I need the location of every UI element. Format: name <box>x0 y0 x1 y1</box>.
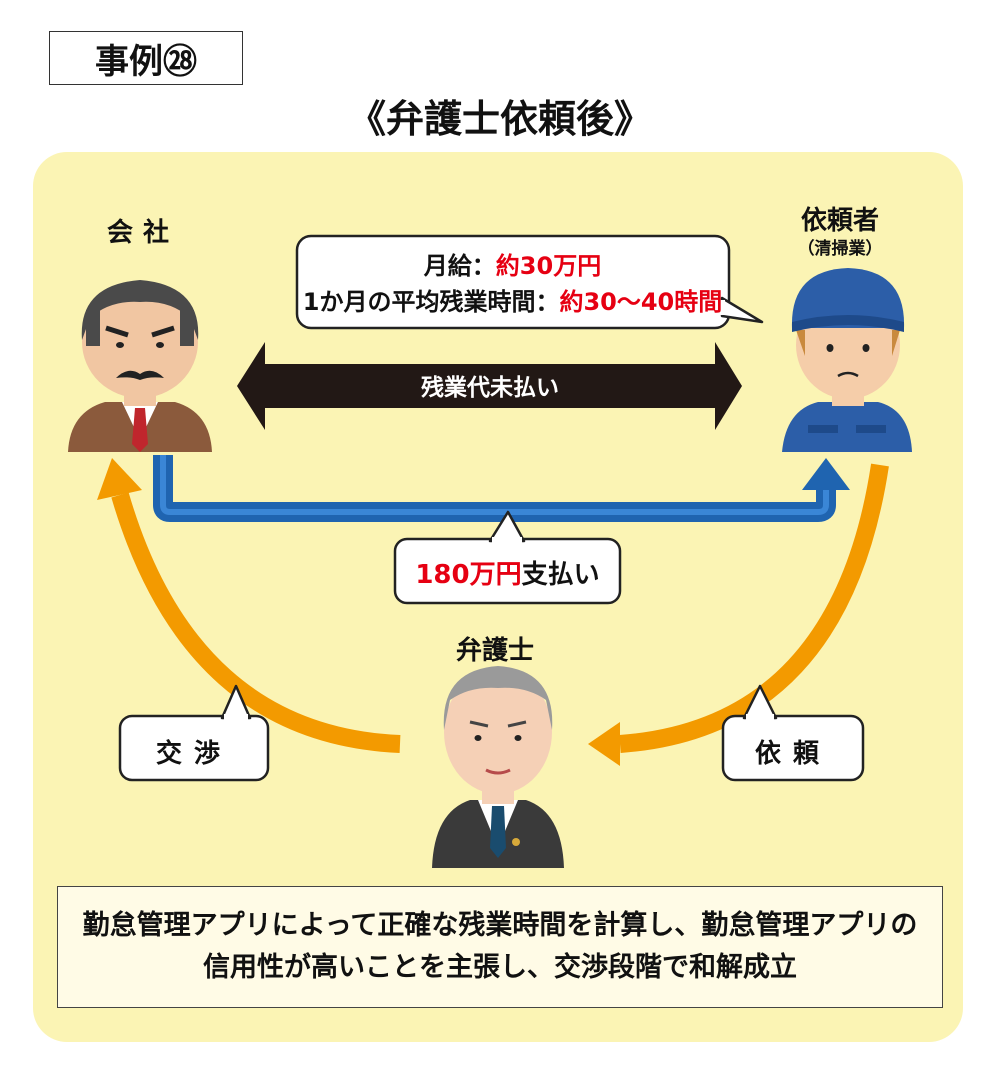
conclusion-box: 勤怠管理アプリによって正確な残業時間を計算し、勤怠管理アプリの信用性が高いことを… <box>57 886 943 1008</box>
company-boss-icon <box>68 280 212 452</box>
page-title: 《弁護士依頼後》 <box>347 97 652 141</box>
unpaid-double-arrow <box>237 342 742 430</box>
client-label: 依頼者 <box>800 206 879 236</box>
info-bubble <box>295 234 764 330</box>
payment-label: 180万円支払い <box>415 560 600 590</box>
request-arrow-line <box>619 463 889 753</box>
lawyer-label: 弁護士 <box>455 636 534 666</box>
negotiation-bubble <box>118 684 270 782</box>
request-bubble <box>721 684 865 782</box>
case-label: 事例㉘ <box>49 31 243 85</box>
client-worker-icon <box>782 268 912 452</box>
salary-line: 月給：約30万円 <box>423 252 602 280</box>
payment-arrow-line <box>153 455 836 522</box>
request-label: 依頼 <box>754 739 831 769</box>
negotiation-label: 交渉 <box>155 739 232 769</box>
payment-arrow-line-highlight <box>160 455 829 515</box>
negotiation-arrow-head <box>97 458 142 500</box>
client-sub-label: （清掃業） <box>797 239 883 259</box>
payment-arrow-head <box>802 458 850 490</box>
unpaid-overtime-label: 残業代未払い <box>421 375 559 401</box>
conclusion-text: 勤怠管理アプリによって正確な残業時間を計算し、勤怠管理アプリの信用性が高いことを… <box>82 910 918 983</box>
payment-bubble <box>393 510 622 605</box>
lawyer-icon <box>432 666 564 868</box>
request-arrow-head <box>588 722 620 766</box>
company-label: 会社 <box>106 218 179 248</box>
negotiation-arrow-line <box>111 492 401 753</box>
overtime-line: 1か月の平均残業時間：約30～40時間 <box>302 288 723 316</box>
